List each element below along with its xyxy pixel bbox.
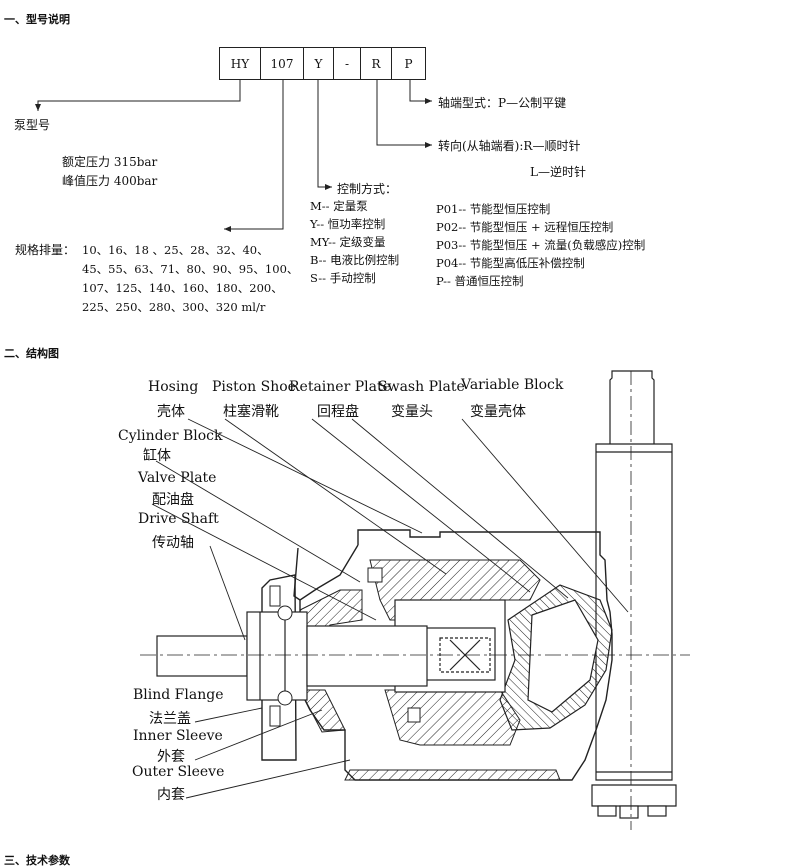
shaft-type-label: 轴端型式：P—公制平键 <box>438 96 567 110</box>
section-title-params: 三、技术参数 <box>4 854 70 867</box>
displacement-list: 10、16、18 、25、28、32、40、 45、55、63、71、80、90… <box>82 241 298 317</box>
code-box-107: 107 <box>260 47 304 80</box>
label-swash-en: Swash Plate <box>378 379 465 395</box>
pressure-control-item: P02-- 节能型恒压 + 远程恒压控制 <box>436 220 614 234</box>
rated-pressure: 额定压力 315bar <box>62 155 158 169</box>
label-piston-cn: 柱塞滑靴 <box>223 404 279 420</box>
label-valve-cn: 配油盘 <box>152 492 194 508</box>
displacement-label: 规格排量： <box>15 243 76 257</box>
label-housing-cn: 壳体 <box>157 404 185 420</box>
code-box-dash: - <box>333 47 361 80</box>
pump-model-label: 泵型号 <box>14 118 51 132</box>
control-mode-item: B-- 电液比例控制 <box>310 253 400 267</box>
label-outer-cn: 内套 <box>157 787 185 803</box>
displacement-line: 10、16、18 、25、28、32、40、 <box>82 243 269 257</box>
code-box-r: R <box>360 47 392 80</box>
label-valve-en: Valve Plate <box>138 470 217 486</box>
control-mode-item: M-- 定量泵 <box>310 199 368 213</box>
pressure-control-list: P01-- 节能型恒压控制 P02-- 节能型恒压 + 远程恒压控制 P03--… <box>436 200 645 290</box>
label-variable-en: Variable Block <box>461 377 564 393</box>
label-cylinder-en: Cylinder Block <box>118 428 223 444</box>
control-mode-item: S-- 手动控制 <box>310 271 376 285</box>
label-housing-en: Hosing <box>148 379 199 395</box>
label-drive-en: Drive Shaft <box>138 511 219 527</box>
displacement-line: 107、125、140、160、180、200、 <box>82 281 283 295</box>
bearing-elements <box>269 567 421 727</box>
label-inner-cn: 外套 <box>157 749 185 765</box>
displacement-line: 225、250、280、300、320 ml/r <box>82 300 266 314</box>
displacement-line: 45、55、63、71、80、90、95、100、 <box>82 262 299 276</box>
label-retainer-cn: 回程盘 <box>317 404 359 420</box>
label-outer-en: Outer Sleeve <box>132 764 225 780</box>
rotation-l-label: L—逆时针 <box>530 165 586 179</box>
pressure-control-item: P-- 普通恒压控制 <box>436 274 524 288</box>
drive-shaft <box>156 611 428 701</box>
control-title: 控制方式： <box>337 182 398 196</box>
label-swash-cn: 变量头 <box>391 404 433 420</box>
pressure-control-item: P01-- 节能型恒压控制 <box>436 202 551 216</box>
control-mode-item: Y-- 恒功率控制 <box>310 217 386 231</box>
label-inner-en: Inner Sleeve <box>133 728 223 744</box>
code-box-p: P <box>391 47 426 80</box>
label-piston-en: Piston Shoe <box>212 379 296 395</box>
section-title-structure: 二、结构图 <box>4 347 59 360</box>
label-leaders <box>151 418 629 799</box>
label-retainer-en: Retainer Plate <box>289 379 391 395</box>
control-mode-item: MY-- 定级变量 <box>310 235 386 249</box>
variable-block-column <box>591 370 677 830</box>
label-blind-cn: 法兰盖 <box>149 711 191 727</box>
section-title-model: 一、型号说明 <box>4 13 70 26</box>
label-drive-cn: 传动轴 <box>152 535 194 551</box>
rotation-r-label: 转向(从轴端看):R—顺时针 <box>438 139 581 153</box>
label-variable-cn: 变量壳体 <box>470 404 526 420</box>
peak-pressure: 峰值压力 400bar <box>62 174 158 188</box>
pressure-control-item: P03-- 节能型恒压 + 流量(负载感应)控制 <box>436 238 646 252</box>
pressure-control-item: P04-- 节能型高低压补偿控制 <box>436 256 585 270</box>
label-blind-en: Blind Flange <box>133 687 224 703</box>
code-box-y: Y <box>303 47 334 80</box>
code-box-hy: HY <box>219 47 261 80</box>
label-cylinder-cn: 缸体 <box>143 448 171 464</box>
control-mode-list: M-- 定量泵 Y-- 恒功率控制 MY-- 定级变量 B-- 电液比例控制 S… <box>310 197 399 287</box>
